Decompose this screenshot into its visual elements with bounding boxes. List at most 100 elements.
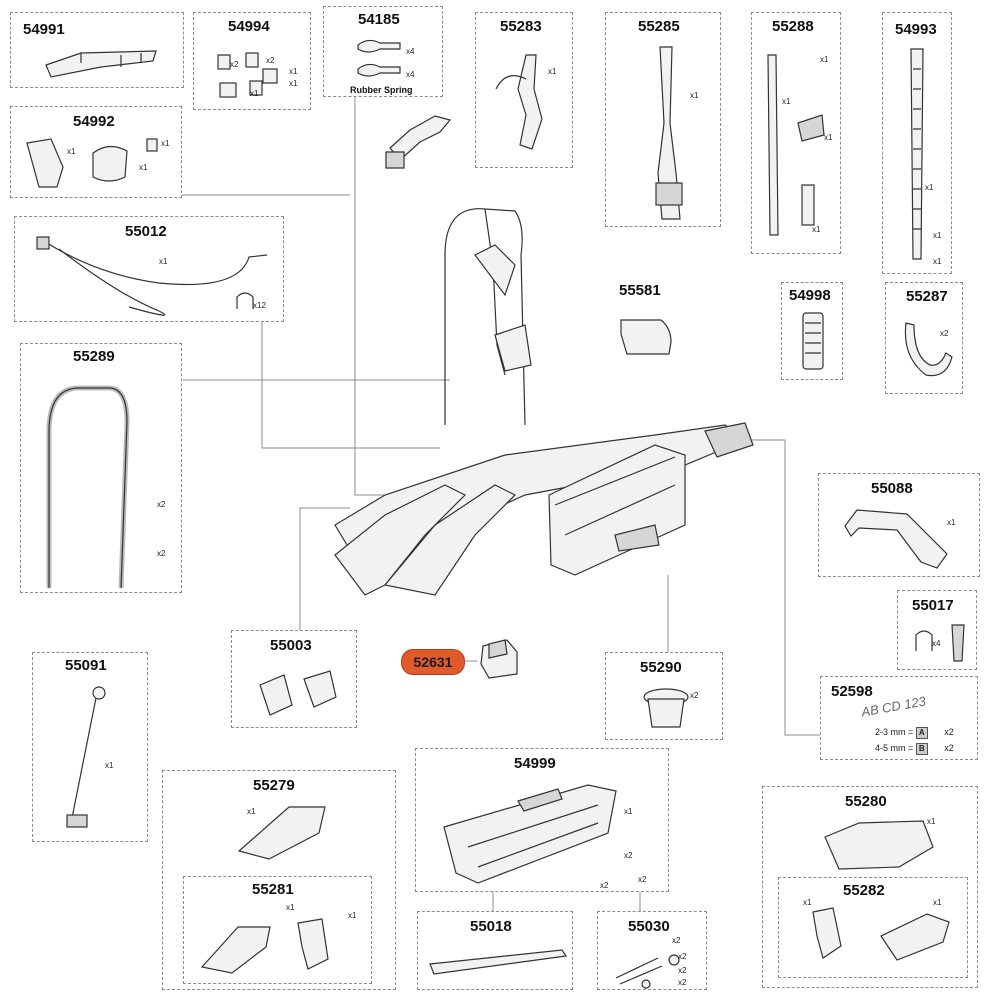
- quantity: x4: [406, 70, 415, 79]
- quantity: x1: [933, 231, 942, 240]
- cover-piece-icon: [237, 806, 326, 860]
- quantity: x2: [624, 851, 633, 860]
- part-box-55091[interactable]: 55091 x1: [32, 652, 148, 842]
- part-number: 55018: [470, 918, 512, 935]
- quantity: x12: [253, 301, 266, 310]
- quantity: x2: [266, 56, 275, 65]
- quantity: x1: [803, 898, 812, 907]
- part-number: 55012: [125, 223, 167, 240]
- quantity: x2: [678, 966, 687, 975]
- part-box-54998[interactable]: 54998: [781, 282, 843, 380]
- quantity: x1: [933, 257, 942, 266]
- cap-icon: [643, 688, 689, 728]
- part-box-54999[interactable]: 54999 x1 x2 x2 x2: [415, 748, 669, 892]
- part-number: 55290: [640, 659, 682, 676]
- ratchet-strap-icon: [802, 312, 824, 370]
- part-box-55288[interactable]: 55288 x1 x1 x1 x1: [751, 12, 841, 254]
- highlighted-part-number: 52631: [413, 654, 453, 670]
- part-box-54993[interactable]: 54993 x1 x1 x1: [882, 12, 952, 274]
- part-box-55287[interactable]: 55287 x2: [885, 282, 963, 394]
- quantity: x1: [782, 97, 791, 106]
- part-box-55017[interactable]: 55017 x4: [897, 590, 977, 670]
- quantity: x1: [812, 225, 821, 234]
- part-box-54992[interactable]: 54992 x1 x1 x1: [10, 106, 182, 198]
- license-plate-holder-icon: [443, 784, 617, 884]
- part-box-54994[interactable]: 54994 x2 x2 x1 x1 x1: [193, 12, 311, 110]
- part-box-55281[interactable]: 55281 x1 x1: [183, 876, 372, 984]
- part-box-52598[interactable]: 52598 AB CD 123 2-3 mm = A x2 4-5 mm = B…: [820, 676, 978, 760]
- spacer-spec-b: 4-5 mm = B x2: [875, 743, 954, 755]
- part-number: 55030: [628, 918, 670, 935]
- part-box-55289[interactable]: 55289 x2 x2: [20, 343, 182, 593]
- quantity: x1: [286, 903, 295, 912]
- part-number: 55281: [252, 881, 294, 898]
- quantity: x2: [690, 691, 699, 700]
- wheel-holder-icon: [495, 54, 543, 150]
- quantity: x2: [940, 329, 949, 338]
- quantity: x1: [161, 139, 170, 148]
- quantity: x2: [157, 549, 166, 558]
- cable-clip-icon: [236, 292, 254, 309]
- part-number: 55003: [270, 637, 312, 654]
- mounting-bracket-icon: [45, 50, 157, 78]
- part-box-55282[interactable]: 55282 x1 x1: [778, 877, 968, 978]
- quantity: x1: [67, 147, 76, 156]
- part-number: 55283: [500, 18, 542, 35]
- rubber-spring-icon: [357, 39, 401, 77]
- part-box-55018[interactable]: 55018: [417, 911, 573, 990]
- bike-carrier-assembly-icon: [334, 208, 754, 596]
- clip-and-spring-icon: [915, 624, 965, 662]
- part-number: 54994: [228, 18, 270, 35]
- buckle-set-icon: [26, 138, 158, 188]
- quantity: x1: [105, 761, 114, 770]
- part-box-54185[interactable]: 54185 x4 x4 Rubber Spring: [323, 6, 443, 97]
- part-box-55290[interactable]: 55290 x2: [605, 652, 723, 740]
- part-number: 54991: [23, 21, 65, 38]
- part-number: 55282: [843, 882, 885, 899]
- quantity: x1: [250, 89, 259, 98]
- part-box-55003[interactable]: 55003: [231, 630, 357, 728]
- part-box-55012[interactable]: 55012 x1 x12: [14, 216, 284, 322]
- light-cable-icon: [36, 236, 268, 316]
- strap-icon: [767, 54, 825, 236]
- leader-55012: [261, 320, 440, 449]
- quantity: x1: [927, 817, 936, 826]
- hook-icon: [904, 322, 953, 377]
- clamp-pad-icon: [620, 319, 672, 355]
- part-number: 54999: [514, 755, 556, 772]
- part-box-55088[interactable]: 55088 x1: [818, 473, 980, 577]
- frame-holder-arm-icon: [655, 46, 683, 220]
- quantity: x2: [157, 500, 166, 509]
- spacer-spec-a: 2-3 mm = A x2: [875, 727, 954, 739]
- quantity: x1: [348, 911, 357, 920]
- part-box-55283[interactable]: 55283 x1: [475, 12, 573, 168]
- part-number: 55091: [65, 657, 107, 674]
- part-number: 55279: [253, 777, 295, 794]
- bolt-set-icon: [615, 954, 680, 989]
- quantity: x1: [548, 67, 557, 76]
- part-box-55581[interactable]: 55581: [605, 280, 685, 360]
- frame-arm-icon: [46, 385, 130, 589]
- quantity: x2: [678, 978, 687, 987]
- highlighted-part-badge[interactable]: 52631: [401, 649, 465, 675]
- quantity: x1: [247, 807, 256, 816]
- quantity: x1: [139, 163, 148, 172]
- rubber-spring-label: Rubber Spring: [350, 85, 413, 95]
- part-number: 54992: [73, 113, 115, 130]
- part-number: 54185: [358, 11, 400, 28]
- rail-icon: [429, 949, 568, 975]
- plug-holder-icon: [480, 639, 518, 679]
- quantity: x1: [933, 898, 942, 907]
- part-box-55030[interactable]: 55030 x2 x2 x2 x2: [597, 911, 707, 990]
- part-number: 54993: [895, 21, 937, 38]
- part-box-55285[interactable]: 55285 x1: [605, 12, 721, 227]
- quantity: x1: [624, 807, 633, 816]
- leader-52598: [745, 439, 820, 736]
- quantity: x2: [678, 952, 687, 961]
- part-number: 55017: [912, 597, 954, 614]
- arm-clamp-icon: [385, 115, 452, 169]
- part-number: 55287: [906, 288, 948, 305]
- part-box-54991[interactable]: 54991: [10, 12, 184, 88]
- part-number: 52598: [831, 683, 873, 700]
- long-strap-icon: [910, 48, 924, 260]
